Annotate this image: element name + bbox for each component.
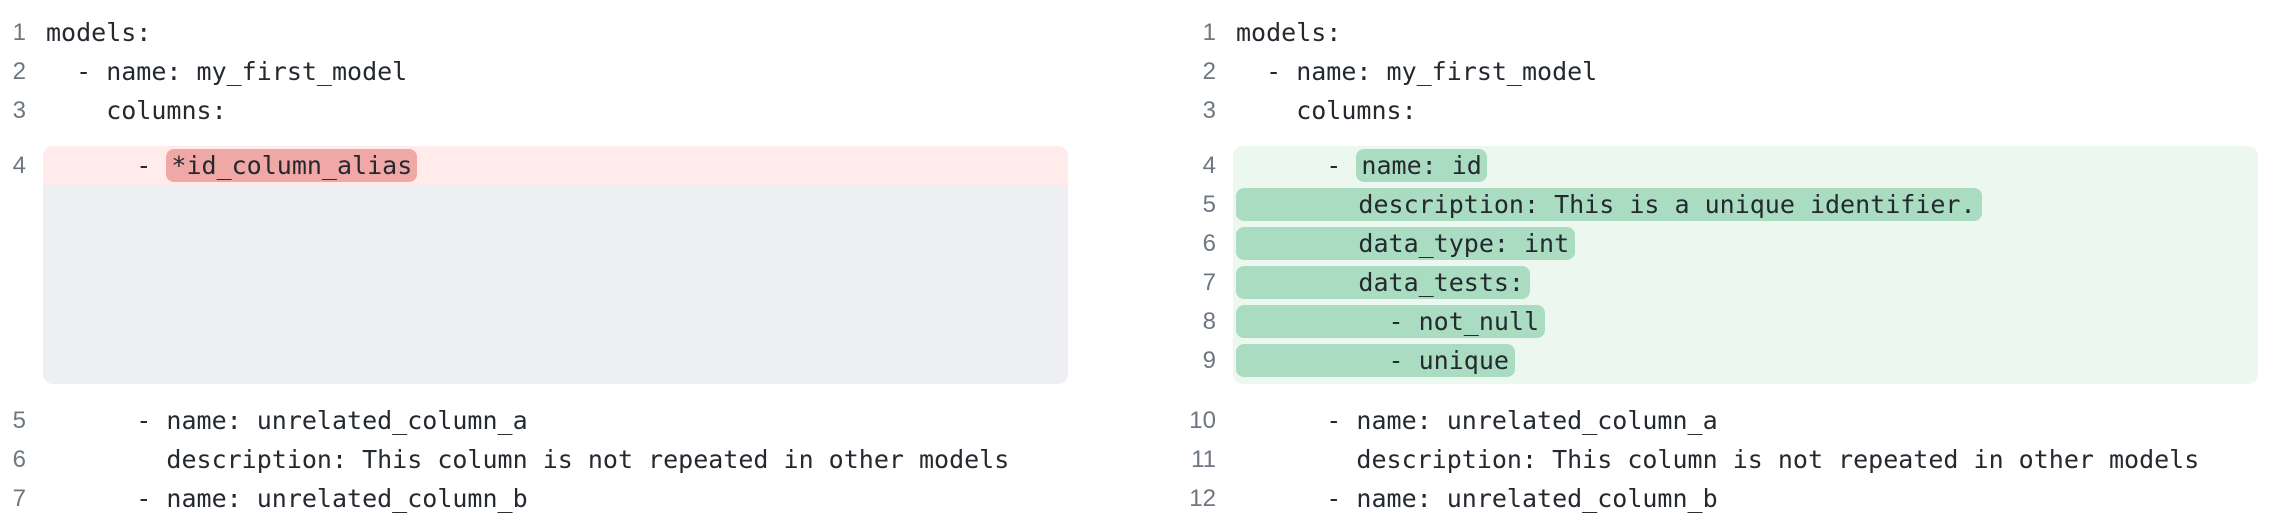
code-text: - name: unrelated_column_a — [1236, 406, 1718, 435]
code-line: 5 - name: unrelated_column_a — [0, 401, 1068, 440]
code-line-added: 4 - name: id — [1118, 146, 2258, 185]
code-line: 10 - name: unrelated_column_a — [1118, 401, 2258, 440]
code-text: columns: — [46, 96, 227, 125]
line-number: 6 — [1202, 230, 1216, 257]
code-text: columns: — [1236, 96, 1417, 125]
line-number: 12 — [1189, 485, 1216, 512]
code-text: - name: unrelated_column_a — [46, 406, 528, 435]
code-text: - name: unrelated_column_b — [1236, 484, 1718, 513]
code-line-added: 8 - not_null — [1118, 302, 2258, 341]
added-line-background: description: This is a unique identifier… — [1233, 185, 2258, 224]
added-word-highlight: data_type: int — [1236, 227, 1576, 260]
code-text: - — [46, 151, 167, 180]
code-line-added: 5 description: This is a unique identifi… — [1118, 185, 2258, 224]
added-line-background: - not_null — [1233, 302, 2258, 341]
code-text: models: — [1236, 18, 1342, 47]
added-word-highlight: - not_null — [1236, 305, 1546, 338]
code-text: description: This column is not repeated… — [1236, 445, 2200, 474]
code-line: 1 models: — [1118, 13, 2258, 52]
collapsed-spacer-row — [0, 185, 1068, 384]
code-line-added: 7 data_tests: — [1118, 263, 2258, 302]
code-line-added: 9 - unique — [1118, 341, 2258, 384]
line-number: 3 — [1202, 97, 1216, 124]
code-line-removed: 4 - *id_column_alias — [0, 146, 1068, 185]
line-number: 1 — [1202, 19, 1216, 46]
code-text: models: — [46, 18, 152, 47]
code-line: 3 columns: — [0, 91, 1068, 130]
added-word-highlight: data_tests: — [1236, 266, 1530, 299]
code-line: 7 - name: unrelated_column_b — [0, 479, 1068, 518]
line-number: 6 — [12, 446, 26, 473]
added-line-background: data_type: int — [1233, 224, 2258, 263]
line-number: 5 — [1202, 191, 1216, 218]
line-number: 10 — [1189, 407, 1216, 434]
code-text: - name: my_first_model — [1236, 57, 1598, 86]
code-line-added: 6 data_type: int — [1118, 224, 2258, 263]
line-number-empty — [0, 185, 26, 384]
removed-word-highlight: *id_column_alias — [166, 149, 418, 182]
line-number: 2 — [12, 58, 26, 85]
added-line-background: data_tests: — [1233, 263, 2258, 302]
added-word-highlight: - unique — [1236, 344, 1515, 377]
added-word-highlight: name: id — [1356, 149, 1487, 182]
line-number: 8 — [1202, 308, 1216, 335]
line-number: 7 — [12, 485, 26, 512]
collapsed-region — [43, 185, 1068, 384]
added-line-background: - name: id — [1233, 146, 2258, 185]
code-line: 3 columns: — [1118, 91, 2258, 130]
added-line-background: - unique — [1233, 341, 2258, 384]
line-number: 2 — [1202, 58, 1216, 85]
line-number: 4 — [12, 152, 26, 179]
code-line: 2 - name: my_first_model — [0, 52, 1068, 91]
line-number: 5 — [12, 407, 26, 434]
code-text: - name: my_first_model — [46, 57, 408, 86]
line-number: 7 — [1202, 269, 1216, 296]
removed-line-background: - *id_column_alias — [43, 146, 1068, 185]
line-number: 4 — [1202, 152, 1216, 179]
code-text: - — [1236, 151, 1357, 180]
line-number: 11 — [1191, 446, 1216, 473]
code-text: - name: unrelated_column_b — [46, 484, 528, 513]
line-number: 3 — [12, 97, 26, 124]
code-line: 11 description: This column is not repea… — [1118, 440, 2258, 479]
code-text: description: This column is not repeated… — [46, 445, 1010, 474]
code-line: 1 models: — [0, 13, 1068, 52]
code-line: 2 - name: my_first_model — [1118, 52, 2258, 91]
code-line: 12 - name: unrelated_column_b — [1118, 479, 2258, 518]
diff-pane-before: 1 models: 2 - name: my_first_model 3 col… — [0, 0, 1068, 518]
diff-pane-after: 1 models: 2 - name: my_first_model 3 col… — [1118, 0, 2258, 518]
line-number: 1 — [12, 19, 26, 46]
added-word-highlight: description: This is a unique identifier… — [1236, 188, 1982, 221]
line-number: 9 — [1202, 347, 1216, 374]
code-line: 6 description: This column is not repeat… — [0, 440, 1068, 479]
